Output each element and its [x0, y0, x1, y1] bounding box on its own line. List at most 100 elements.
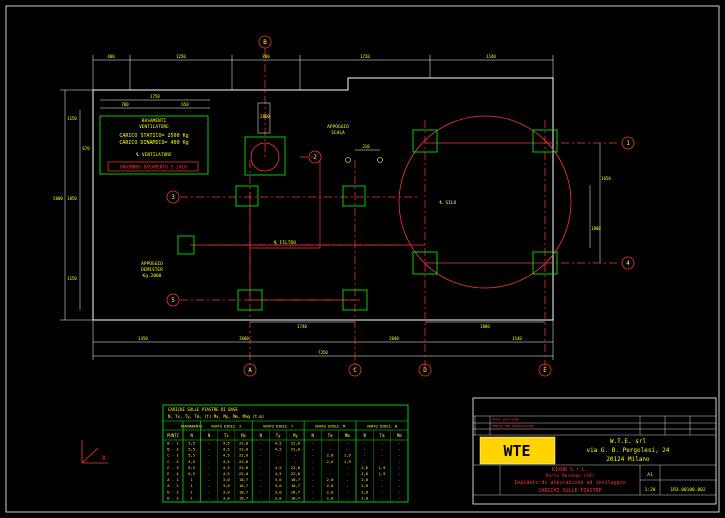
label-appoggio-demister-2: DEMISTER — [141, 267, 163, 273]
loads-table-cell: 1,9 — [344, 453, 352, 458]
loads-table-title-1: CARICHI SULLE PIASTRE DI BASE — [168, 407, 238, 412]
loads-table-cell: - — [381, 459, 383, 464]
drawing-format: A1 — [647, 472, 653, 478]
fan-base — [99, 115, 209, 175]
axis-label-A: A — [248, 367, 252, 374]
loads-table-cell: - — [398, 465, 400, 470]
dim-right-2: 1800 — [591, 226, 601, 231]
loads-table-cell: - — [364, 453, 366, 458]
loads-table-cell: - — [260, 459, 262, 464]
loads-table-cell: - — [346, 465, 348, 470]
loads-table-cell: 4,5 — [275, 465, 282, 470]
loads-table-cell: - — [208, 489, 210, 494]
loads-table-cell: - — [381, 453, 383, 458]
loads-table-cell: 2,0 — [361, 477, 369, 482]
loads-table-cell: - — [208, 495, 210, 500]
loads-table-cell: 1,9 — [379, 471, 387, 476]
loads-table-group-header: VENTO DIREZ. W — [367, 425, 398, 429]
loads-table-cell: - — [329, 447, 331, 452]
drawing-number: 1R3.00100.002 — [670, 487, 706, 493]
loads-table-cell: - — [208, 477, 210, 482]
loads-table-cell: 4,5 — [223, 459, 230, 464]
title-block: WTE W.T.E. srl via G. B. Pergolesi, 24 2… — [472, 397, 717, 505]
label-cl-silo: ℄ SILO — [439, 200, 457, 206]
loads-table-col-header: Ty — [276, 433, 281, 438]
dim-top-3: 800 — [262, 54, 270, 59]
loads-table-cell: - — [277, 459, 279, 464]
loads-table-cell: 2,6 — [327, 453, 335, 458]
label-cl-ventilatore: ℄ VENTILATORE — [135, 152, 172, 158]
loads-table-cell: - — [260, 483, 262, 488]
loads-table-cell: - — [398, 453, 400, 458]
ucs-icon: X — [81, 440, 108, 464]
loads-table-cell: 22,0 — [291, 471, 301, 476]
drawing-scale: 1:20 — [645, 487, 656, 493]
loads-table-cell: - — [312, 441, 314, 446]
loads-table-cell: 2,0 — [327, 489, 335, 494]
loads-table-cell: - — [398, 459, 400, 464]
loads-table-cell: 6,5 — [188, 471, 195, 476]
loads-table-cell: 4,5 — [223, 465, 230, 470]
loads-table-cell: - — [381, 495, 383, 500]
loads-table-cell: - — [398, 489, 400, 494]
loads-table-cell: 1 — [191, 495, 194, 500]
client-name: RIXON S.r.L. — [552, 467, 588, 473]
loads-table-cell: 1 — [191, 477, 194, 482]
axis-label-E: E — [543, 367, 547, 374]
loads-table-cell: - — [398, 471, 400, 476]
loads-table-cell: 18,7 — [291, 489, 300, 494]
loads-table-cell: - — [312, 459, 314, 464]
loads-table-cell: - — [346, 441, 348, 446]
axis-label-4: 4 — [626, 260, 630, 267]
dim-top-2: 1250 — [176, 54, 186, 59]
dim-bottom-4: 3600 — [239, 336, 249, 341]
dim-inner-1: 1750 — [150, 94, 160, 99]
axis-label-2: 2 — [313, 154, 317, 161]
loads-table-cell: 2,0 — [327, 495, 335, 500]
loads-table-cell: - — [346, 477, 348, 482]
loads-table-cell: 2,0 — [327, 477, 335, 482]
loads-table-first-col: PUNTI — [167, 433, 180, 438]
loads-table-cell: 18,7 — [239, 483, 248, 488]
loads-table-col-header: Mm — [345, 433, 350, 438]
axis-label-C: C — [353, 367, 357, 374]
dim-left-3: 1850 — [67, 196, 77, 201]
loads-table-cell: 18,7 — [291, 477, 300, 482]
loads-table-cell: - — [381, 489, 383, 494]
loads-table-cell: 5,5 — [188, 453, 195, 458]
loads-table-cell: 5,5 — [188, 459, 195, 464]
loads-table-cell: - — [260, 453, 262, 458]
loads-table-cell: 3,0 — [223, 495, 231, 500]
loads-table-col-header: N — [312, 433, 315, 438]
loads-table-cell: - — [260, 465, 262, 470]
dim-small-1: 310 — [362, 144, 370, 149]
label-carico-statico: CARICO STATICO= 2500 Kg — [119, 133, 188, 139]
loads-table-col-header: Mm — [397, 433, 402, 438]
dim-top-4: 1720 — [360, 54, 370, 59]
loads-table-cell: - — [312, 471, 314, 476]
loads-table-cell: - — [346, 495, 348, 500]
loads-table-cell: - — [277, 453, 279, 458]
label-cl-filtro: ℄ FILTRO — [273, 240, 296, 246]
dim-left-5: 670 — [82, 146, 90, 151]
loads-table-cell: 5,5 — [188, 447, 195, 452]
axis-label-5: 5 — [171, 297, 175, 304]
label-carico-dinamico: CARICO DINAMICO= 400 Kg — [119, 140, 188, 146]
company-logo — [479, 436, 556, 465]
loads-table-col-header: Tx — [224, 433, 229, 438]
loads-table-title-2: N, Tx, Ty, Tm, (t) Mx, My, Mm, Mmq (t.m) — [168, 414, 264, 419]
loads-table-cell: 3,0 — [223, 483, 231, 488]
axis-label-3: 3 — [171, 194, 175, 201]
loads-table-cell: - — [294, 453, 296, 458]
loads-table-cell: - — [260, 495, 262, 500]
company-address-1: via G. B. Pergolesi, 24 — [586, 447, 669, 454]
loads-table-cell: 22,0 — [291, 441, 301, 446]
scale-support-mark — [345, 157, 351, 163]
loads-table-cell: 4,5 — [275, 441, 282, 446]
loads-table-cell: 2,0 — [327, 483, 335, 488]
dim-top-5: 1140 — [486, 54, 496, 59]
loads-table-cell: - — [346, 483, 348, 488]
company-address-2: 20124 Milano — [606, 456, 650, 463]
loads-table-col-header: Tm — [328, 433, 333, 438]
